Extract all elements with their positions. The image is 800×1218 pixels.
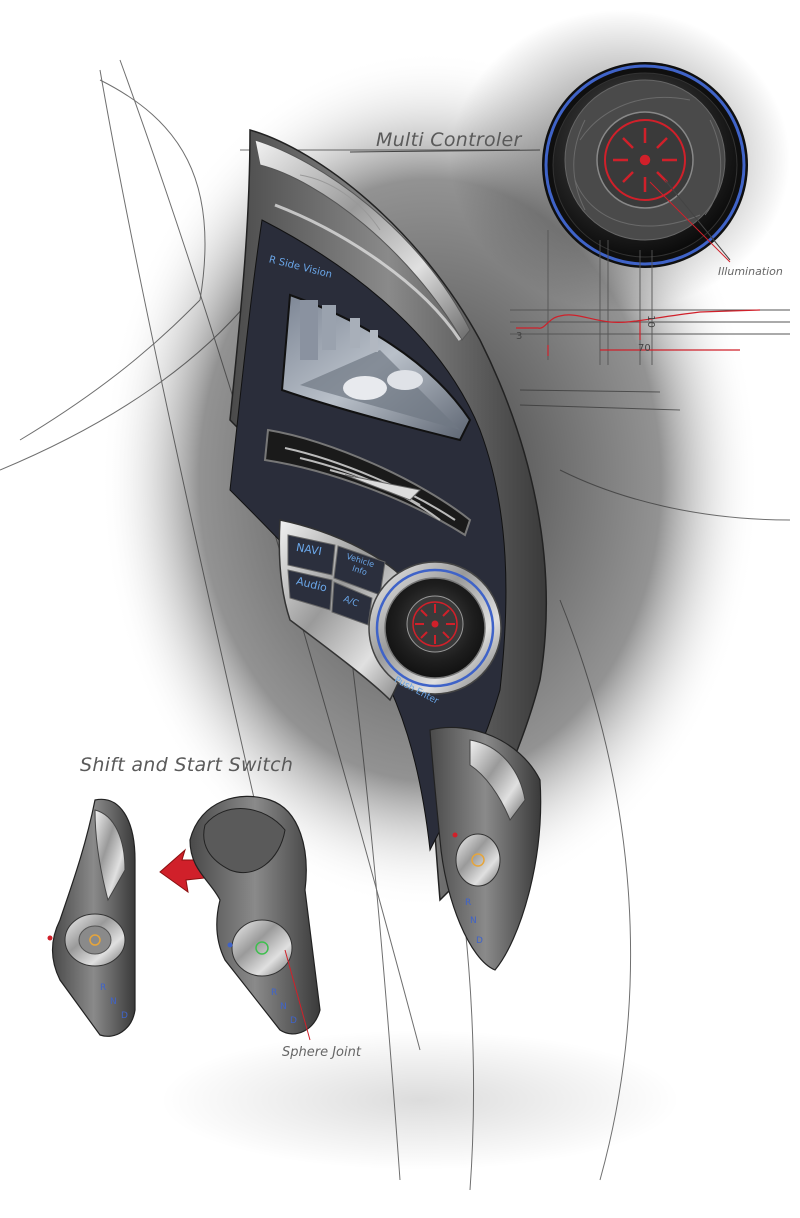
ac-button[interactable]: [331, 581, 373, 626]
console-gear-r: R: [465, 898, 472, 908]
console-gear-d: D: [476, 936, 483, 946]
console-multi-controller[interactable]: [368, 561, 502, 695]
illumination-leader: [649, 181, 731, 263]
multi-controller-detail[interactable]: [542, 62, 748, 268]
illumination-arrows: [604, 119, 686, 201]
front-gear-d: D: [121, 1011, 128, 1021]
dimension-70: 70: [638, 343, 651, 354]
front-gear-r: R: [100, 983, 107, 993]
shift-start-callout: Shift and Start Switch: [80, 754, 294, 776]
audio-button[interactable]: [287, 569, 333, 611]
console-power-icon: [471, 853, 485, 867]
front-gear-n: N: [110, 997, 117, 1007]
start-power-icon-green: [255, 941, 269, 955]
console-indicator-dot: [452, 832, 458, 838]
angled-gear-n: N: [280, 1002, 287, 1012]
start-power-icon: [89, 934, 101, 946]
dimension-3: 3: [516, 331, 523, 342]
dimension-profile: [516, 309, 761, 356]
angled-gear-d: D: [290, 1016, 297, 1026]
screen-road-scene: [300, 300, 460, 430]
illumination-callout: Illumination: [718, 265, 783, 278]
shift-switch-front-view: [47, 798, 136, 1037]
console-shifter[interactable]: [469, 739, 526, 822]
navi-button[interactable]: [287, 534, 336, 576]
console-start-button[interactable]: [455, 833, 501, 887]
console-top-trim: [254, 139, 471, 341]
dimension-10: 10: [644, 315, 656, 328]
console-gear-n: N: [470, 916, 477, 926]
console-controller-arrows: [412, 601, 458, 647]
leader-lines: [349, 149, 731, 261]
sphere-joint-callout: Sphere Joint: [282, 1045, 361, 1060]
floor-shadow: [160, 1030, 680, 1170]
shift-switch-angled-view: [189, 795, 321, 1041]
multi-controller-callout: Multi Controler: [376, 129, 522, 151]
dimension-drawing: [510, 230, 790, 365]
angled-gear-r: R: [271, 988, 278, 998]
